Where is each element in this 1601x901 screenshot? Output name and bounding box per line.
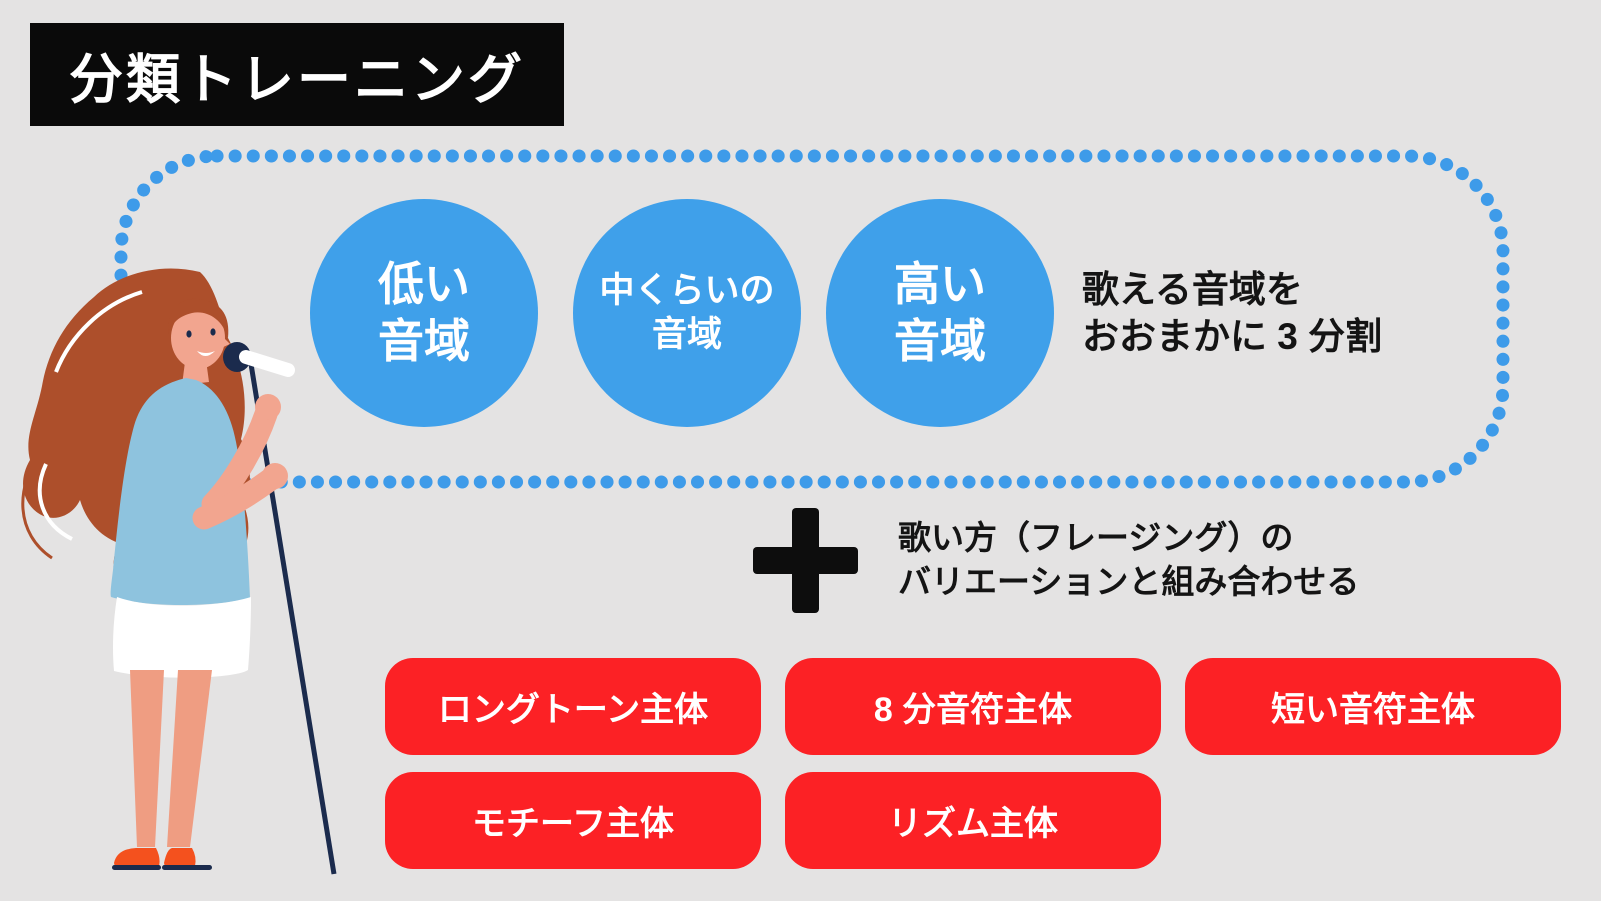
title-banner: 分類トレーニング: [30, 23, 564, 126]
plus-icon: [753, 508, 858, 613]
range-circle-low-label-1: 低い: [378, 257, 470, 310]
range-note: 歌える音域を おおまかに 3 分割: [1082, 266, 1382, 361]
range-circle-mid-label-1: 中くらいの: [599, 271, 775, 311]
combine-note-line1: 歌い方（フレージング）の: [898, 519, 1294, 556]
range-note-line2: おおまかに 3 分割: [1082, 316, 1383, 358]
range-circle-high-label-2: 音域: [894, 315, 986, 367]
legs: [130, 670, 212, 847]
range-circle-low-label-2: 音域: [378, 315, 470, 367]
range-circle-mid-label-2: 音域: [651, 315, 722, 354]
singer-illustration: [21, 268, 337, 875]
tunic: [110, 378, 250, 605]
phrasing-button-motif: モチーフ主体: [385, 772, 761, 869]
range-circle-high-label-1: 高い: [894, 257, 986, 310]
hand-lower: [262, 463, 288, 489]
microphone-head: [223, 342, 251, 372]
range-note-line1: 歌える音域を: [1082, 269, 1303, 310]
mouth: [197, 351, 215, 356]
phrasing-button-rhythm: リズム主体: [785, 772, 1161, 869]
skirt: [113, 597, 251, 678]
hand-upper: [255, 394, 281, 420]
shoes: [112, 848, 212, 870]
nose: [221, 336, 230, 348]
mic-stand: [248, 363, 337, 875]
dotted-frame: [114, 149, 1510, 489]
combine-note-line2: バリエーションと組み合わせる: [898, 562, 1360, 600]
page-title: 分類トレーニング: [69, 50, 525, 110]
phrasing-button-longtone: ロングトーン主体: [385, 658, 761, 755]
range-circle-low: 低い 音域: [310, 199, 538, 427]
combine-note: 歌い方（フレージング）の バリエーションと組み合わせる: [898, 516, 1359, 603]
hair-fringe: [168, 298, 229, 338]
eyes: [186, 328, 216, 338]
range-circle-mid: 中くらいの 音域: [573, 199, 801, 427]
phrasing-button-shortnote: 短い音符主体: [1185, 658, 1561, 755]
range-circle-high: 高い 音域: [826, 199, 1054, 427]
phrasing-button-eighthnote: 8 分音符主体: [785, 658, 1161, 755]
microphone-body: [239, 350, 295, 377]
